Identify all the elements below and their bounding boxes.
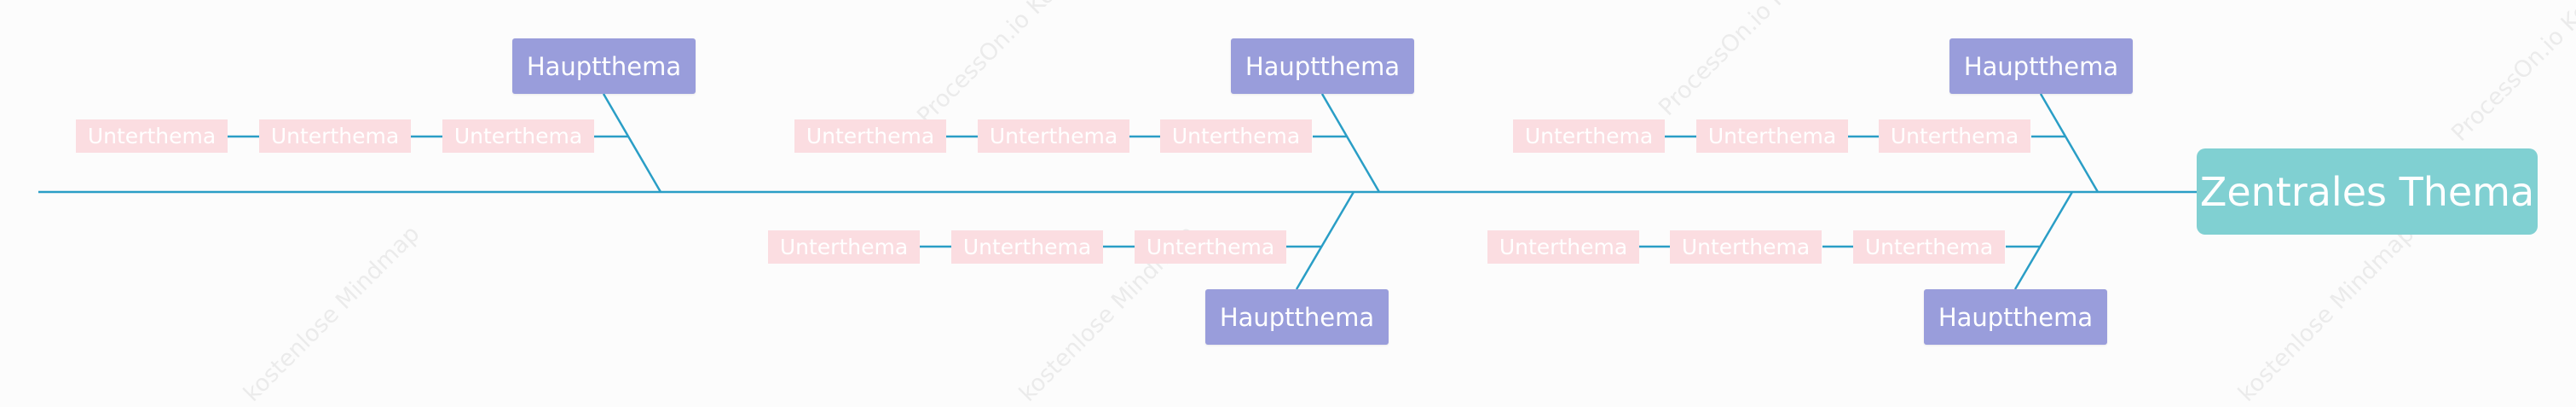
main-topic-label: Hauptthema <box>1219 302 1375 332</box>
connector-lines <box>38 93 2197 290</box>
subtopic[interactable]: Unterthema <box>1670 230 1822 264</box>
main-topic-label: Hauptthema <box>1245 51 1401 81</box>
subtopic-label: Unterthema <box>453 124 583 148</box>
subtopic-label: Unterthema <box>1681 235 1811 259</box>
subtopic-label: Unterthema <box>1146 235 1275 259</box>
central-topic-label: Zentrales Thema <box>2199 168 2535 215</box>
subtopic-label: Unterthema <box>806 124 935 148</box>
subtopic[interactable]: Unterthema <box>259 119 411 153</box>
subtopic[interactable]: Unterthema <box>1696 119 1848 153</box>
subtopic-label: Unterthema <box>989 124 1118 148</box>
subtopic-label: Unterthema <box>1171 124 1301 148</box>
main-topic[interactable]: Hauptthema <box>1949 38 2133 94</box>
subtopic-label: Unterthema <box>1499 235 1628 259</box>
subtopic-label: Unterthema <box>1864 235 1994 259</box>
subtopic-label: Unterthema <box>779 235 909 259</box>
subtopic-label: Unterthema <box>962 235 1092 259</box>
central-topic[interactable]: Zentrales Thema <box>2197 148 2538 235</box>
subtopic[interactable]: Unterthema <box>1513 119 1665 153</box>
bone-line <box>2013 191 2074 290</box>
main-topic[interactable]: Hauptthema <box>1231 38 1414 94</box>
bone-line <box>2039 93 2099 193</box>
main-topic[interactable]: Hauptthema <box>1924 289 2107 345</box>
main-topic-label: Hauptthema <box>526 51 682 81</box>
main-topic[interactable]: Hauptthema <box>1205 289 1389 345</box>
main-topic[interactable]: Hauptthema <box>512 38 696 94</box>
subtopic[interactable]: Unterthema <box>768 230 920 264</box>
bone-line <box>1320 93 1381 193</box>
subtopic[interactable]: Unterthema <box>978 119 1129 153</box>
subtopic[interactable]: Unterthema <box>1135 230 1286 264</box>
main-topic-label: Hauptthema <box>1938 302 2094 332</box>
subtopic-label: Unterthema <box>1707 124 1837 148</box>
subtopic[interactable]: Unterthema <box>1879 119 2030 153</box>
subtopic[interactable]: Unterthema <box>442 119 594 153</box>
fishbone-canvas: ProcessOn.io Kos ProcessOn.io Kos Proces… <box>38 0 2576 407</box>
bone-line <box>1295 191 1355 290</box>
subtopic[interactable]: Unterthema <box>76 119 228 153</box>
main-topic-label: Hauptthema <box>1963 51 2119 81</box>
subtopic-label: Unterthema <box>270 124 400 148</box>
subtopic[interactable]: Unterthema <box>951 230 1103 264</box>
subtopic-label: Unterthema <box>87 124 217 148</box>
subtopic[interactable]: Unterthema <box>1487 230 1639 264</box>
subtopic[interactable]: Unterthema <box>1853 230 2005 264</box>
bone-line <box>602 93 662 193</box>
subtopic[interactable]: Unterthema <box>1160 119 1312 153</box>
subtopic-label: Unterthema <box>1524 124 1654 148</box>
subtopic[interactable]: Unterthema <box>794 119 946 153</box>
subtopic-label: Unterthema <box>1890 124 2019 148</box>
